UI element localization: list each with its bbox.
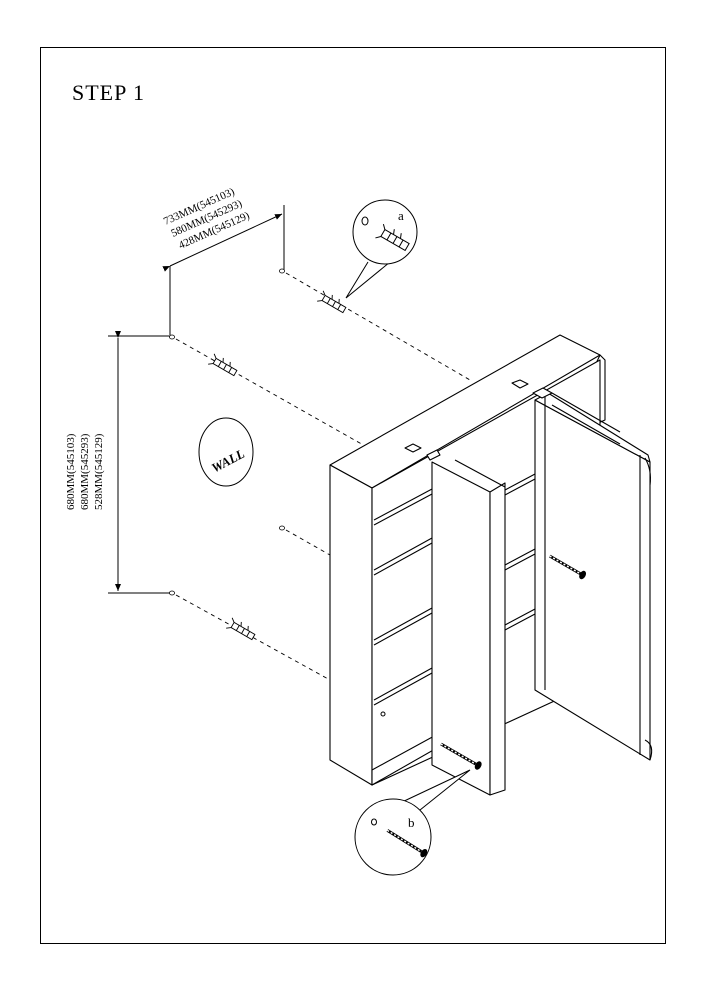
- vertical-dimension: [108, 331, 170, 594]
- vertical-dim-label-1: 680MM(545103): [65, 433, 77, 510]
- hanging-bracket: [511, 379, 529, 389]
- cabinet-divider-edge: [489, 482, 506, 796]
- cabinet-left-side: [329, 464, 373, 786]
- step-title: STEP 1: [72, 80, 146, 105]
- screw-icon: [440, 742, 482, 770]
- screw-icon: [548, 554, 587, 580]
- wall-hole-middle: [279, 525, 285, 531]
- screw-icon: [386, 829, 428, 858]
- wall-anchors: [208, 290, 347, 641]
- screws: [380, 554, 587, 770]
- cabinet: [329, 334, 653, 796]
- wall-hole-top-left: [169, 334, 175, 340]
- anchor-icon: [208, 353, 238, 377]
- anchor-icon: [226, 617, 256, 641]
- page-frame: [40, 47, 666, 944]
- cabinet-door: [534, 399, 651, 761]
- callout-a-label: a: [398, 208, 404, 223]
- vertical-dim-label-3: 528MM(545129): [93, 433, 105, 510]
- horizontal-dimension: [162, 205, 285, 335]
- horizontal-dimension-labels: 733MM(545103) 580MM(545293) 428MM(545129…: [162, 186, 252, 252]
- callout-b-label: b: [408, 815, 415, 830]
- callout-a: [345, 199, 418, 299]
- hanging-bracket: [404, 443, 422, 453]
- anchor-icon: [317, 290, 347, 314]
- screw-hole: [380, 711, 386, 717]
- hanging-bracket: [426, 449, 441, 461]
- vertical-dim-label-2: 680MM(545293): [79, 433, 91, 510]
- wall-hole-top-right: [279, 268, 285, 274]
- vertical-dimension-labels: 680MM(545103) 680MM(545293) 528MM(545129…: [65, 433, 105, 510]
- wall-label: WALL: [198, 417, 254, 487]
- wall-hole-bottom-left: [169, 590, 175, 596]
- callout-b: [354, 769, 471, 876]
- anchor-icon: [375, 223, 410, 252]
- cabinet-shelves: [373, 473, 536, 706]
- wall-holes: [169, 268, 285, 596]
